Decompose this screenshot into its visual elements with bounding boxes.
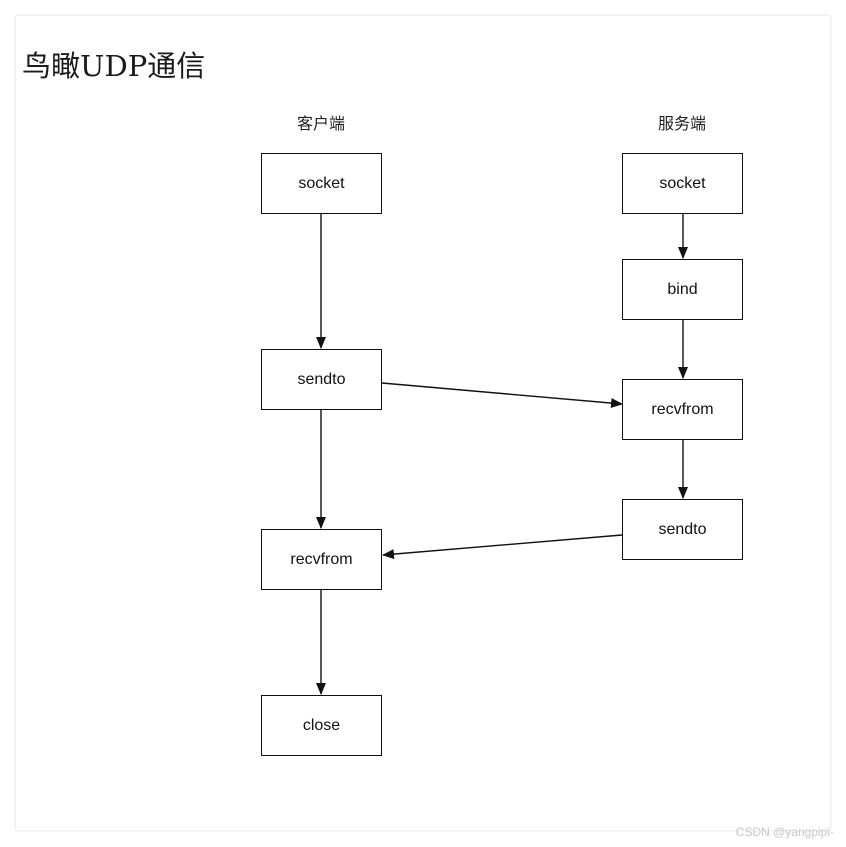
server-column-label: 服务端 — [657, 114, 706, 133]
server-sendto-box: sendto — [622, 499, 743, 560]
watermark: CSDN @yangpipi- — [735, 825, 834, 839]
client-close-box: close — [261, 695, 382, 756]
client-socket-box: socket — [261, 153, 382, 214]
arrow-server-sendto-to-client-recvfrom — [382, 534, 623, 560]
server-bind-box: bind — [622, 259, 743, 320]
client-sendto-box: sendto — [261, 349, 382, 410]
client-recvfrom-box: recvfrom — [261, 529, 382, 590]
server-socket-box: socket — [622, 153, 743, 214]
arrow-client-sendto-to-server-recvfrom — [381, 382, 623, 409]
server-recvfrom-box: recvfrom — [622, 379, 743, 440]
client-column-label: 客户端 — [296, 114, 345, 133]
page-title: 鸟瞰UDP通信 — [22, 49, 206, 83]
